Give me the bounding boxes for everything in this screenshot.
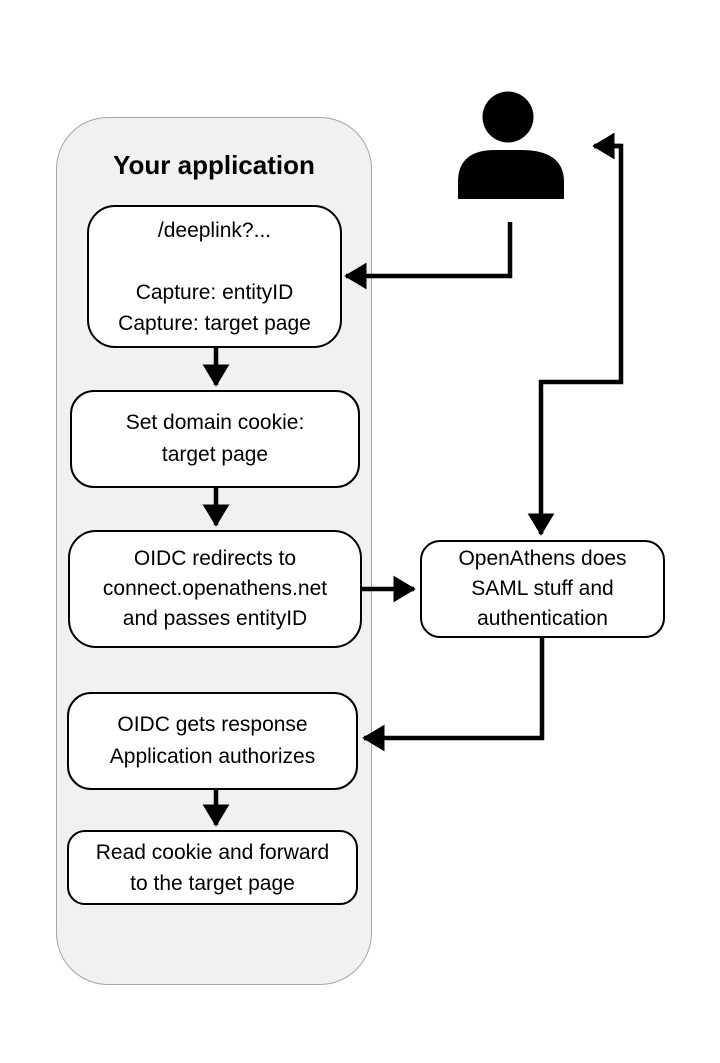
arrow-user-to-openathens	[527, 143, 624, 536]
node-set-domain-cookie-line: target page	[161, 443, 269, 466]
node-oidc-redirects-line: OIDC redirects to	[133, 547, 297, 570]
node-oidc-redirects-line: and passes entityID	[122, 607, 308, 630]
arrow-openathens-to-oidc-response	[362, 638, 545, 752]
node-openathens-saml-line: authentication	[477, 607, 608, 630]
node-oidc-gets-response-line: Application authorizes	[109, 745, 316, 768]
node-oidc-redirects-line: connect.openathens.net	[102, 577, 328, 600]
node-oidc-gets-response-line: OIDC gets response	[117, 713, 308, 736]
group-title: Your application	[113, 150, 315, 180]
node-deeplink-line: /deeplink?...	[157, 218, 272, 242]
node-openathens-saml: OpenAthens does SAML stuff and authentic…	[420, 540, 665, 638]
node-set-domain-cookie-line: Set domain cookie:	[125, 411, 305, 434]
node-oidc-redirects: OIDC redirects to connect.openathens.net…	[68, 530, 362, 648]
user-icon	[458, 91, 564, 199]
node-openathens-saml-line: OpenAthens does	[458, 547, 627, 570]
node-openathens-saml-line: SAML stuff and	[471, 577, 614, 600]
node-set-domain-cookie: Set domain cookie: target page	[70, 390, 360, 488]
node-deeplink-line: Capture: entityID	[135, 280, 294, 304]
node-oidc-gets-response: OIDC gets response Application authorize…	[67, 692, 358, 790]
node-read-cookie-forward-line: to the target page	[130, 871, 295, 895]
node-deeplink-line: Capture: target page	[118, 311, 311, 335]
node-deeplink: /deeplink?... Capture: entityID Capture:…	[87, 205, 342, 348]
node-read-cookie-forward: Read cookie and forward to the target pa…	[67, 830, 358, 905]
node-read-cookie-forward-line: Read cookie and forward	[95, 840, 330, 864]
